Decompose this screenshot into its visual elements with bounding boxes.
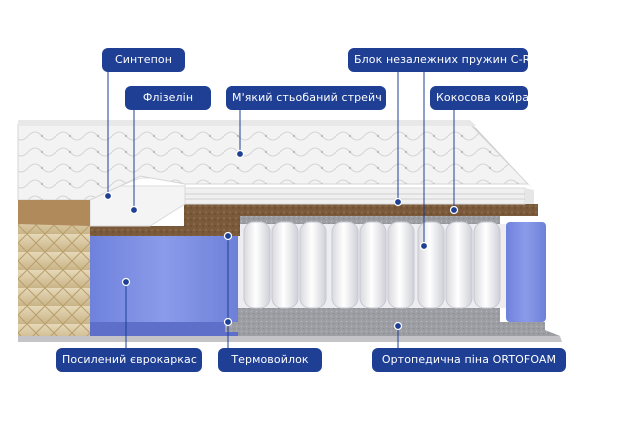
side-panel xyxy=(18,224,90,336)
dot-coir xyxy=(449,205,459,215)
dot-frame xyxy=(121,277,131,287)
dot-sintepon xyxy=(103,191,113,201)
label-spring-block: Блок незалежних пружин C-Rich xyxy=(348,48,547,72)
label-coconut-coir: Кокосова койра xyxy=(430,86,529,110)
coir-layer xyxy=(90,204,538,236)
dot-springs xyxy=(419,241,429,251)
thermofelt-layer xyxy=(225,214,545,332)
label-thermofelt: Термовойлок xyxy=(218,348,322,372)
spring-block xyxy=(238,221,508,309)
ortofoam-side-block xyxy=(506,222,546,322)
springs xyxy=(243,221,501,309)
label-flizelin: Флізелін xyxy=(125,86,211,110)
leader-dots xyxy=(103,149,459,331)
dot-felt xyxy=(223,317,233,327)
label-sintepon: Синтепон xyxy=(102,48,185,72)
euro-frame-foam xyxy=(90,236,238,336)
dot-springs-top xyxy=(393,197,403,207)
dot-stretch xyxy=(235,149,245,159)
dot-ortho xyxy=(393,321,403,331)
leader-lines xyxy=(107,72,455,348)
label-ortofoam: Ортопедична піна ORTOFOAM xyxy=(372,348,566,372)
cut-layers xyxy=(89,177,526,227)
label-quilted-stretch: М'який стьобаний стрейч xyxy=(226,86,386,110)
dot-flizelin xyxy=(129,205,139,215)
quilted-top xyxy=(17,120,534,226)
label-euro-frame: Посилений єврокаркас xyxy=(56,348,202,372)
dot-felt-top xyxy=(223,231,233,241)
